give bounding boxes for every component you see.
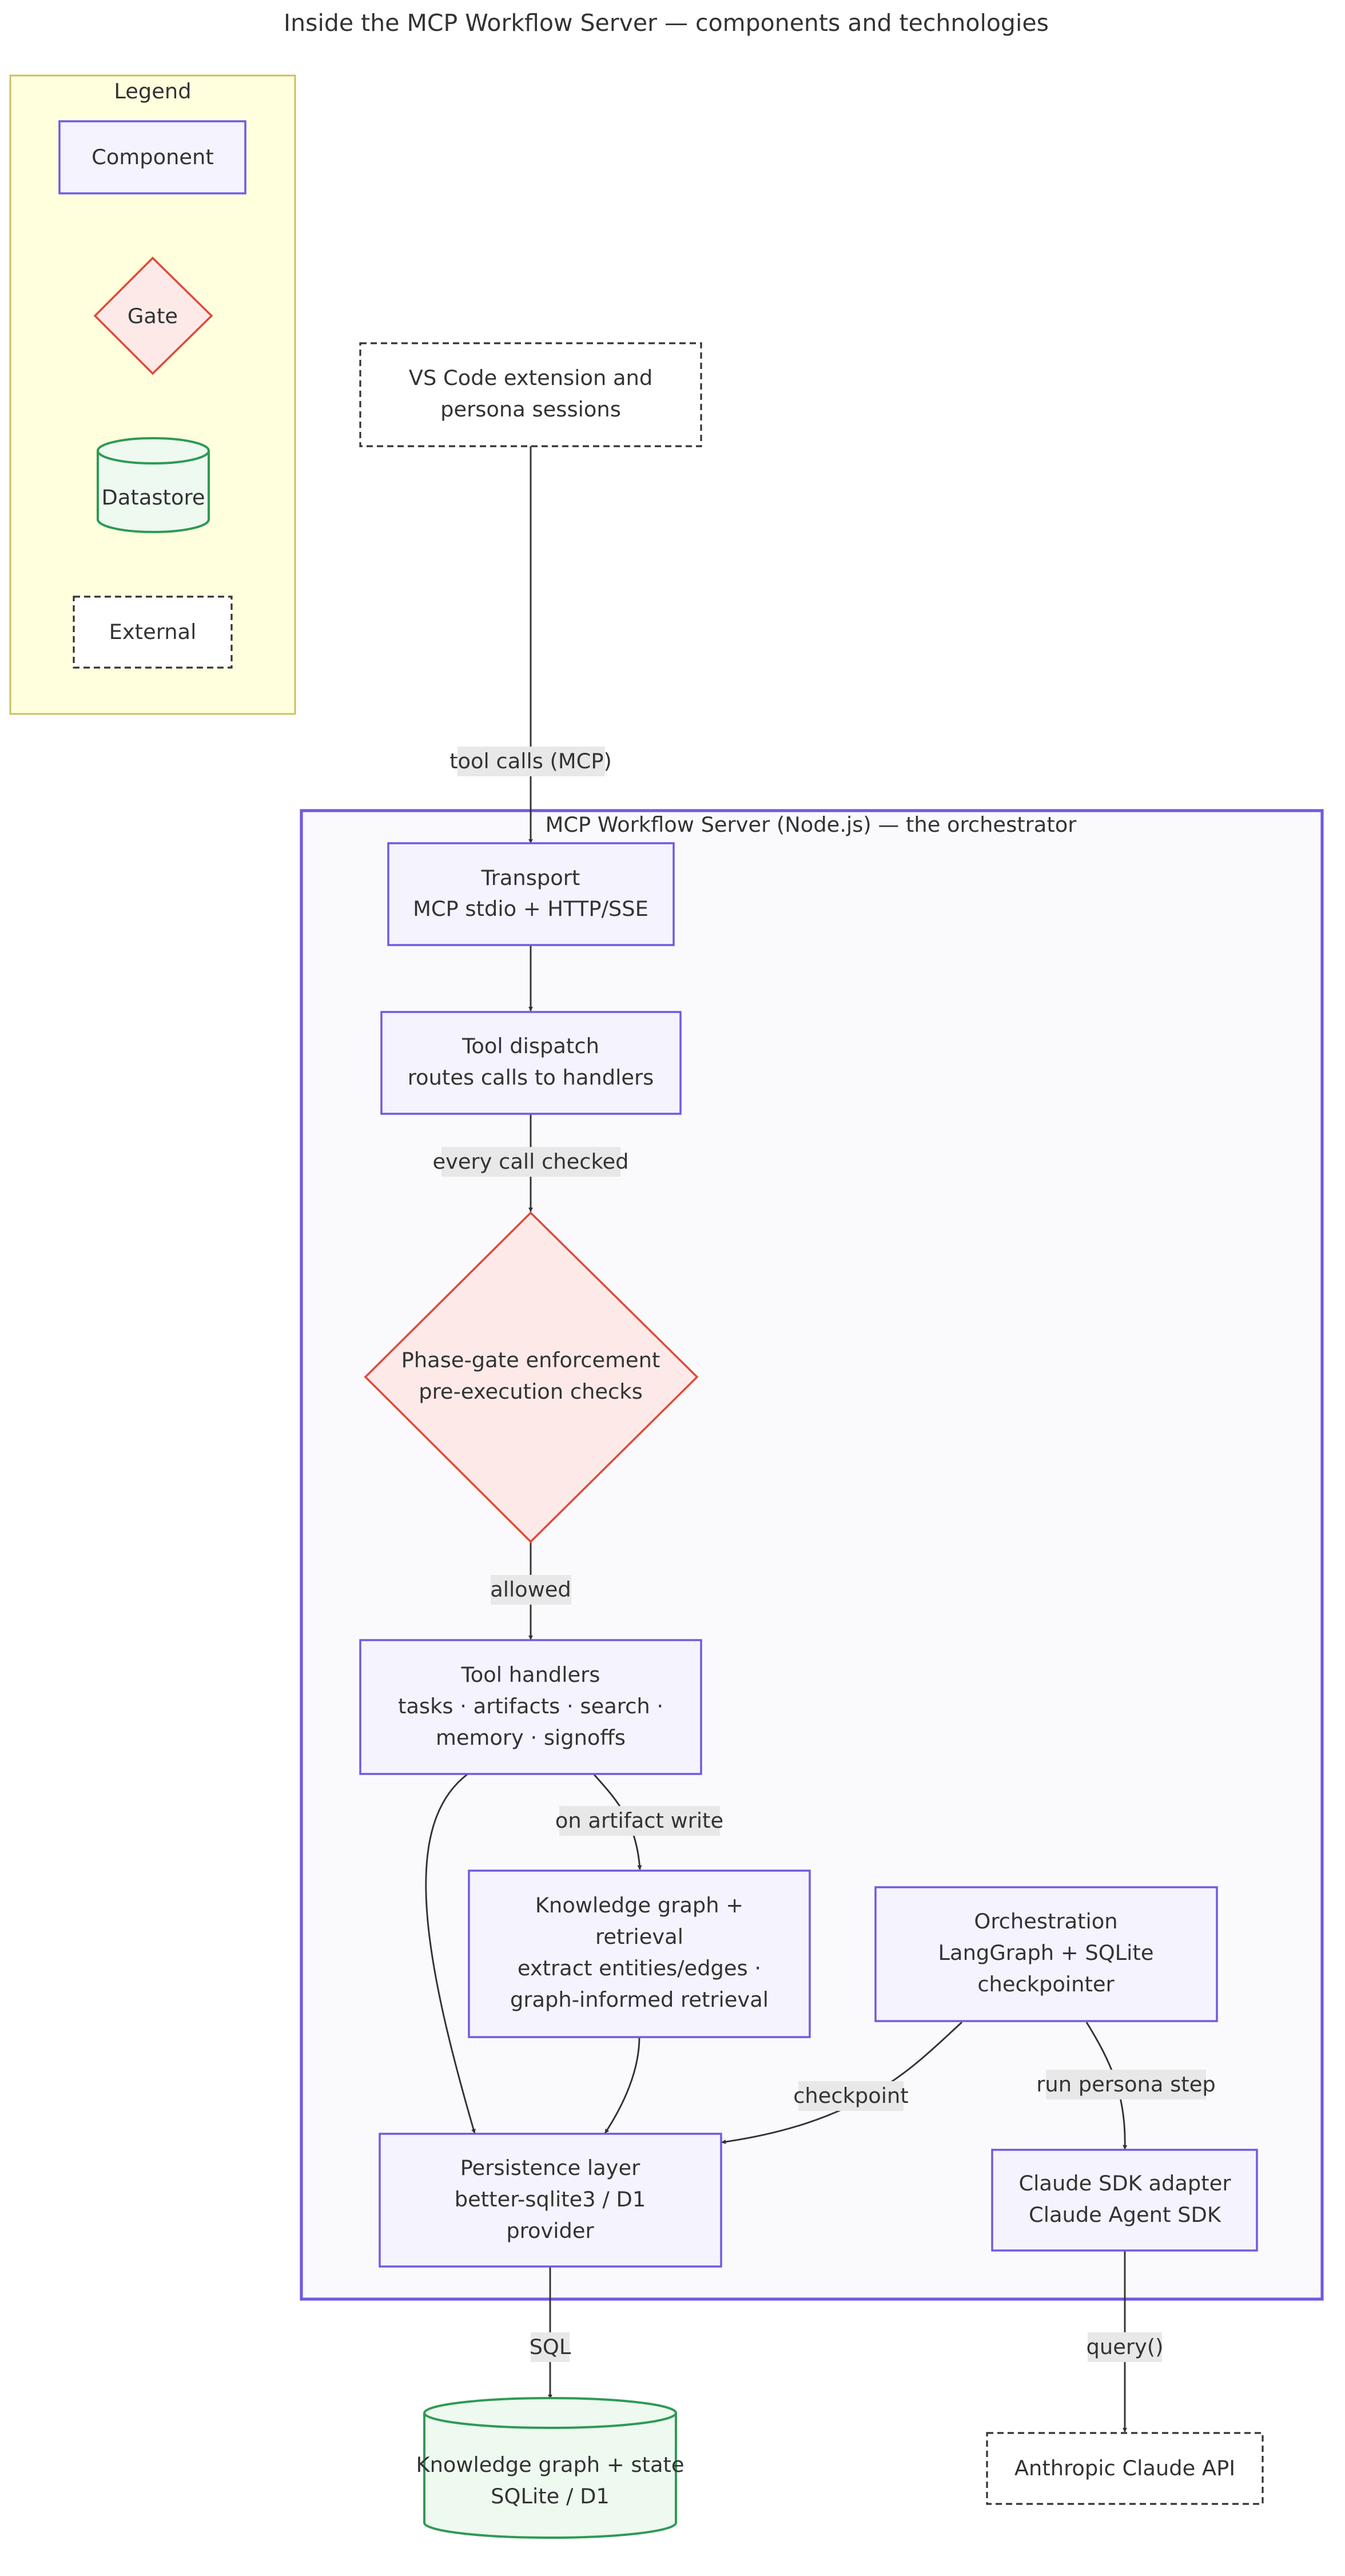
edge-kg-to-persistence <box>604 2037 640 2134</box>
legend-datastore-label: Datastore <box>102 485 205 510</box>
dispatch-line-1: Tool dispatch <box>461 1034 599 1058</box>
legend-external-label: External <box>109 620 197 644</box>
transport-line-2: MCP stdio + HTTP/SSE <box>413 896 648 921</box>
orchestration-line-3: checkpointer <box>977 1972 1115 1997</box>
store-line-1: Knowledge graph + state <box>416 2452 684 2477</box>
node-persistence: Persistence layer better-sqlite3 / D1 pr… <box>379 2133 722 2268</box>
node-claude-sdk-adapter: Claude SDK adapter Claude Agent SDK <box>991 2149 1258 2252</box>
diagram-title: Inside the MCP Workflow Server — compone… <box>284 9 1049 37</box>
edge-label-sql: SQL <box>530 2335 571 2359</box>
handlers-line-2: tasks · artifacts · search · <box>398 1694 663 1718</box>
edge-label-checkpoint: checkpoint <box>793 2083 909 2108</box>
edge-label-tool-calls: tool calls (MCP) <box>449 749 612 773</box>
legend-gate-label: Gate <box>128 304 178 328</box>
legend-datastore-swatch <box>97 437 210 533</box>
edge-labels: tool calls (MCP) every call checked allo… <box>433 747 1216 2362</box>
legend-title: Legend <box>114 79 191 104</box>
node-knowledge-graph: Knowledge graph + retrieval extract enti… <box>468 1870 811 2038</box>
edge-label-query: query() <box>1087 2335 1164 2359</box>
gate-line-1: Phase-gate enforcement <box>401 1348 660 1372</box>
legend: Legend Component Gate Datastore External <box>9 74 296 715</box>
legend-external-swatch <box>73 596 233 669</box>
transport-line-1: Transport <box>481 866 580 890</box>
edge-label-allowed: allowed <box>490 1577 571 1602</box>
kg-line-1: Knowledge graph + <box>535 1893 743 1918</box>
legend-gate-swatch <box>93 256 213 375</box>
handlers-line-1: Tool handlers <box>461 1662 600 1687</box>
node-tool-handlers: Tool handlers tasks · artifacts · search… <box>359 1639 702 1775</box>
kg-line-3: extract entities/edges · <box>518 1956 761 1980</box>
kg-line-2: retrieval <box>595 1924 683 1949</box>
orchestration-line-1: Orchestration <box>974 1909 1117 1934</box>
legend-component-swatch <box>58 120 246 195</box>
node-datastore: Knowledge graph + state SQLite / D1 <box>416 2397 685 2539</box>
vscode-line-2: persona sessions <box>440 397 621 422</box>
node-vscode: VS Code extension and persona sessions <box>359 342 702 447</box>
api-label: Anthropic Claude API <box>1014 2456 1235 2480</box>
vscode-line-1: VS Code extension and <box>409 366 652 390</box>
sdk-line-2: Claude Agent SDK <box>1029 2202 1221 2227</box>
persistence-line-3: provider <box>506 2218 594 2243</box>
node-transport: Transport MCP stdio + HTTP/SSE <box>387 842 675 946</box>
sdk-line-1: Claude SDK adapter <box>1018 2171 1231 2196</box>
legend-component-label: Component <box>91 145 214 169</box>
persistence-line-2: better-sqlite3 / D1 <box>455 2187 646 2212</box>
edge-label-every-call-checked: every call checked <box>433 1149 629 1174</box>
dispatch-line-2: routes calls to handlers <box>408 1065 654 1090</box>
edge-label-run-persona-step: run persona step <box>1036 2072 1215 2097</box>
kg-line-4: graph-informed retrieval <box>510 1987 769 2012</box>
node-anthropic-api: Anthropic Claude API <box>986 2432 1264 2505</box>
edge-handlers-to-persistence <box>425 1773 476 2134</box>
persistence-line-1: Persistence layer <box>460 2156 640 2180</box>
orchestration-line-2: LangGraph + SQLite <box>938 1940 1154 1965</box>
server-label: MCP Workflow Server (Node.js) — the orch… <box>546 812 1077 837</box>
handlers-line-3: memory · signoffs <box>436 1725 626 1750</box>
gate-line-2: pre-execution checks <box>419 1379 643 1404</box>
node-orchestration: Orchestration LangGraph + SQLite checkpo… <box>874 1886 1218 2022</box>
edge-label-on-artifact-write: on artifact write <box>555 1808 723 1833</box>
node-tool-dispatch: Tool dispatch routes calls to handlers <box>380 1011 682 1115</box>
store-line-2: SQLite / D1 <box>491 2484 610 2508</box>
node-phase-gate: Phase-gate enforcement pre-execution che… <box>364 1211 699 1543</box>
